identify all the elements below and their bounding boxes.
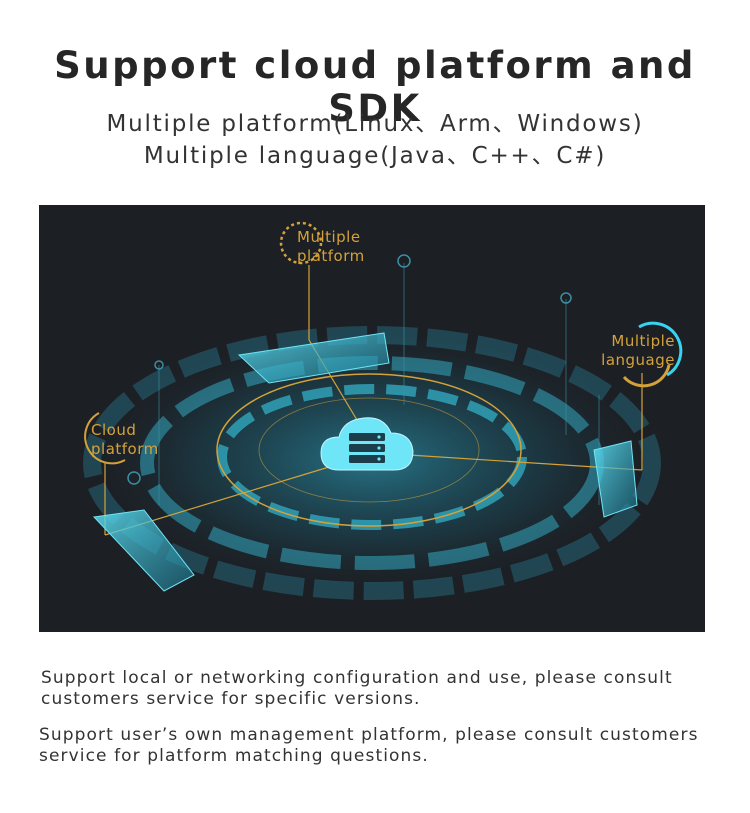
outer-ring — [83, 326, 661, 600]
language-ring-gold — [622, 364, 671, 388]
panel-right — [593, 440, 638, 518]
panel-top — [237, 332, 390, 384]
paragraph-local-config: Support local or networking configuratio… — [41, 668, 673, 709]
platform-ring — [279, 221, 323, 265]
language-ring-cyan — [638, 321, 683, 377]
gold-orbit — [216, 373, 522, 527]
label-multiple-language: Multiple language — [601, 332, 675, 369]
subtitle-languages: Multiple language(Java、C++、C#) — [143, 143, 607, 169]
cloud-network-graphic — [72, 221, 683, 600]
gold-orbit-inner — [258, 397, 480, 503]
label-cloud-platform: Cloud platform — [91, 421, 159, 458]
cloud-server-icon — [320, 417, 414, 471]
cloud-ring — [84, 412, 126, 465]
subtitle-platforms: Multiple platform(Linux、Arm、Windows) — [106, 111, 644, 137]
page-title: Support cloud platform and SDK — [54, 44, 696, 130]
paragraph-management-platform: Support user’s own management platform, … — [39, 725, 699, 766]
label-multiple-platform: Multiple platform — [297, 228, 365, 265]
hero-illustration: Multiple platform Multiple language Clou… — [39, 205, 705, 632]
inner-ring — [217, 384, 527, 530]
panel-left — [92, 509, 195, 592]
